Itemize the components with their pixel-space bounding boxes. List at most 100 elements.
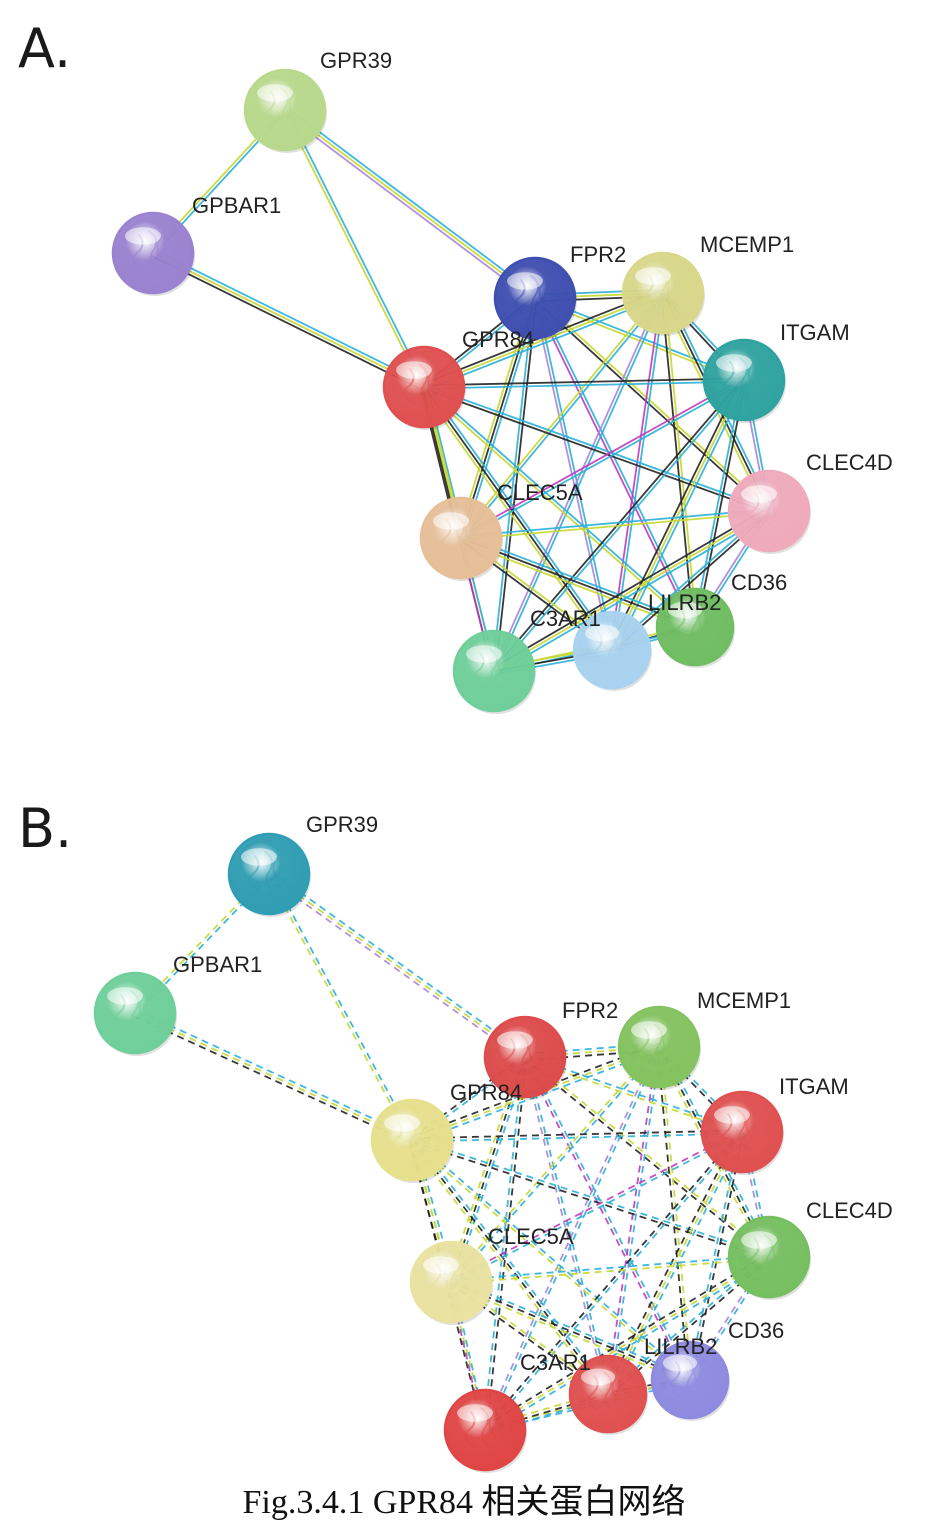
- node-c3ar1[interactable]: C3AR1: [443, 1350, 591, 1473]
- node-clec5a[interactable]: CLEC5A: [409, 1224, 574, 1325]
- edge-gpr84-cd36: [422, 387, 695, 629]
- edge-gpbar1-gpr84: [133, 1015, 412, 1144]
- node-gpr39[interactable]: GPR39: [243, 48, 392, 153]
- edge-fpr2-clec4d: [525, 1055, 771, 1257]
- edge-itgam-lilrb2: [604, 1130, 740, 1393]
- edge-itgam-clec5a: [459, 377, 744, 538]
- node-gpbar1[interactable]: GPBAR1: [93, 952, 262, 1056]
- node-mcemp1-label: MCEMP1: [700, 232, 794, 257]
- node-gpr39[interactable]: GPR39: [227, 812, 378, 917]
- node-c3ar1-bubble: [443, 1388, 527, 1472]
- node-fpr2-bubble: [493, 256, 577, 340]
- node-itgam-label: ITGAM: [779, 1074, 849, 1099]
- edge-clec5a-clec4d: [451, 1257, 770, 1285]
- node-lilrb2[interactable]: LILRB2: [568, 1334, 717, 1435]
- edge-gpr39-fpr2: [284, 109, 536, 299]
- edge-gpr39-fpr2: [282, 111, 534, 302]
- edge-gpr39-fpr2: [270, 870, 528, 1056]
- edge-gpr84-cd36: [412, 1138, 692, 1380]
- node-clec4d[interactable]: CLEC4D: [727, 450, 893, 554]
- edge-fpr2-c3ar1: [494, 298, 538, 672]
- node-c3ar1[interactable]: C3AR1: [452, 606, 601, 714]
- edge-mcemp1-lilrb2: [609, 292, 663, 650]
- edge-mcemp1-gpr84: [423, 292, 664, 388]
- edge-clec4d-c3ar1: [484, 1256, 770, 1431]
- edge-mcemp1-gpr84: [410, 1043, 659, 1138]
- edge-mcemp1-cd36: [656, 1047, 690, 1381]
- node-cd36[interactable]: CD36: [655, 570, 787, 668]
- node-gpr39-bubble: [243, 68, 327, 152]
- edge-gpr39-fpr2: [286, 106, 538, 297]
- node-itgam-bubble: [702, 338, 786, 422]
- node-fpr2[interactable]: FPR2: [493, 242, 626, 341]
- edge-fpr2-clec4d: [523, 1057, 769, 1259]
- edge-gpr39-gpr84: [285, 108, 427, 387]
- edge-clec5a-clec4d: [460, 508, 769, 538]
- node-mcemp1-bubble: [621, 251, 705, 335]
- node-gpr84[interactable]: GPR84: [370, 1080, 522, 1183]
- edge-itgam-cd36: [690, 1132, 745, 1381]
- node-gpr39-bubble: [227, 832, 311, 916]
- node-mcemp1-label: MCEMP1: [697, 988, 791, 1013]
- node-mcemp1[interactable]: MCEMP1: [617, 988, 791, 1090]
- edge-itgam-clec5a: [449, 1129, 742, 1282]
- edge-gpr84-clec4d: [411, 1140, 769, 1260]
- edge-itgam-clec4d: [739, 1132, 769, 1258]
- edge-clec4d-c3ar1: [486, 1258, 772, 1434]
- node-c3ar1-label: C3AR1: [520, 1350, 591, 1375]
- node-clec5a-bubble: [409, 1240, 493, 1324]
- edge-clec5a-clec4d: [461, 511, 770, 541]
- node-cd36-label: CD36: [731, 570, 787, 595]
- edge-mcemp1-c3ar1: [494, 293, 666, 673]
- edge-gpr84-lilrb2: [423, 386, 613, 651]
- edge-itgam-cd36: [687, 1131, 742, 1380]
- node-clec5a-label: CLEC5A: [488, 1224, 574, 1249]
- edge-clec4d-c3ar1: [493, 510, 770, 672]
- node-itgam-label: ITGAM: [780, 320, 850, 345]
- edge-fpr2-c3ar1: [485, 1057, 528, 1431]
- edge-itgam-c3ar1: [485, 1132, 744, 1432]
- edge-fpr2-clec5a: [460, 297, 536, 539]
- node-fpr2[interactable]: FPR2: [483, 998, 618, 1100]
- node-gpr84[interactable]: GPR84: [382, 327, 534, 430]
- edge-gpr39-fpr2: [268, 873, 526, 1058]
- edge-fpr2-clec5a: [457, 296, 533, 538]
- node-clec4d-label: CLEC4D: [806, 1198, 893, 1223]
- edge-gpr84-lilrb2: [411, 1139, 609, 1395]
- edge-fpr2-cd36: [522, 1057, 690, 1382]
- node-clec4d[interactable]: CLEC4D: [727, 1198, 893, 1300]
- edge-itgam-clec5a: [451, 1132, 744, 1285]
- node-gpr39-label: GPR39: [306, 812, 378, 837]
- node-clec5a[interactable]: CLEC5A: [419, 480, 583, 581]
- node-clec4d-bubble: [727, 469, 811, 553]
- edge-itgam-lilrb2: [610, 1133, 746, 1396]
- node-itgam[interactable]: ITGAM: [702, 320, 850, 423]
- edge-mcemp1-gpr84: [424, 295, 665, 391]
- node-gpbar1-label: GPBAR1: [192, 193, 281, 218]
- edge-gpr84-itgam: [423, 377, 744, 387]
- edge-mcemp1-clec5a: [451, 1047, 661, 1284]
- edge-itgam-lilrb2: [611, 379, 745, 651]
- edge-itgam-clec4d: [742, 1131, 772, 1257]
- edge-gpr84-lilrb2: [425, 384, 616, 649]
- edge-fpr2-lilrb2: [522, 1057, 608, 1395]
- edge-lilrb2-c3ar1: [485, 1396, 610, 1434]
- node-mcemp1[interactable]: MCEMP1: [621, 232, 794, 336]
- node-itgam-bubble: [700, 1090, 784, 1174]
- edge-fpr2-cd36: [532, 298, 695, 629]
- edge-gpr84-clec4d: [412, 1137, 770, 1257]
- edge-lilrb2-c3ar1: [483, 1390, 608, 1428]
- edge-gpbar1-gpr84: [152, 252, 425, 388]
- edge-clec4d-c3ar1: [491, 507, 768, 670]
- edge-mcemp1-cd36: [659, 1046, 693, 1380]
- edge-gpr84-cd36: [410, 1140, 690, 1382]
- node-cd36[interactable]: CD36: [650, 1318, 784, 1421]
- edge-mcemp1-lilrb2: [608, 1047, 662, 1395]
- node-lilrb2[interactable]: LILRB2: [572, 590, 721, 691]
- node-itgam[interactable]: ITGAM: [700, 1074, 849, 1175]
- node-gpbar1[interactable]: GPBAR1: [111, 193, 281, 296]
- node-c3ar1-label: C3AR1: [530, 606, 601, 631]
- edge-gpr39-gpr84: [266, 874, 412, 1142]
